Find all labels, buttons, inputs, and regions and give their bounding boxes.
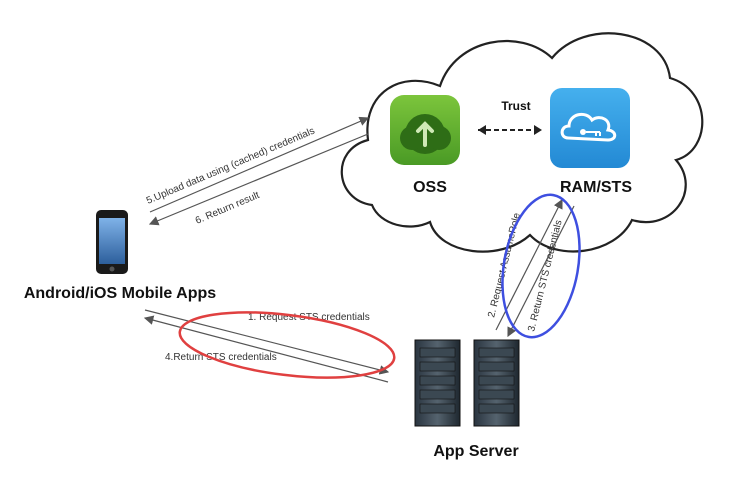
trust-label: Trust: [501, 99, 530, 113]
request-assumerole-arrow: [495, 198, 563, 331]
request-sts-arrow: [144, 309, 390, 375]
ram-sts-label: RAM/STS: [560, 179, 632, 196]
mobile-app-label: Android/iOS Mobile Apps: [24, 285, 216, 302]
mobile-phone-icon[interactable]: [96, 210, 128, 274]
return-result-label: 6. Return result: [194, 190, 261, 227]
server-rack-left: [414, 339, 461, 427]
oss-icon[interactable]: [390, 95, 460, 165]
oss-label: OSS: [413, 179, 447, 196]
blue-highlight-ellipse: [501, 193, 581, 339]
app-server-label: App Server: [433, 443, 518, 460]
return-sts-server-arrow: [507, 205, 575, 338]
trust-arrow: [478, 125, 542, 135]
server-rack-right: [473, 339, 520, 427]
ram-sts-icon[interactable]: [550, 88, 630, 168]
app-server-icon[interactable]: [414, 339, 520, 427]
return-sts-mobile-arrow: [143, 315, 389, 383]
return-sts-mobile-label: 4.Return STS credentials: [165, 352, 277, 363]
return-result-arrow: [148, 133, 369, 226]
upload-data-arrow: [149, 116, 370, 213]
cloud-shape: [340, 32, 704, 253]
red-highlight-ellipse: [178, 311, 396, 379]
